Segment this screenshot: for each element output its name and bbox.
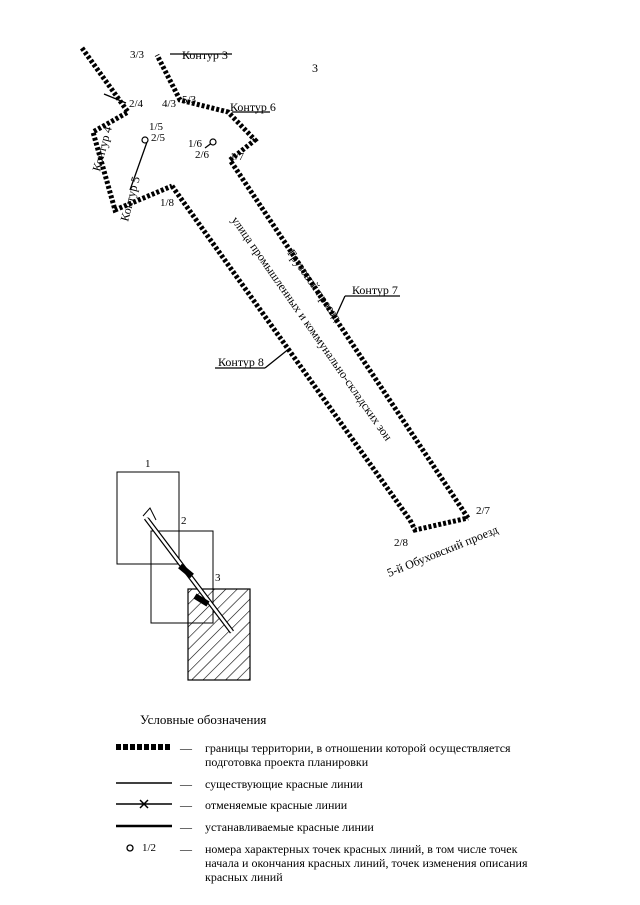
label-kontur4: Контур 4 (89, 125, 114, 173)
key-label-1: 1 (145, 458, 151, 470)
point-marker-1-6 (209, 138, 217, 146)
point-label-1-7: 1/7 (230, 151, 245, 163)
point-label-3-3: 3/3 (130, 49, 145, 61)
point-label-2-6: 2/6 (195, 149, 210, 161)
street-label-main-2: улица промышленных и коммунально-складск… (229, 214, 396, 444)
key-sheet-2 (150, 530, 214, 624)
point-labels: 3/3 4/3 5/3 2/4 1/5 2/5 1/6 2/6 1/7 1/8 … (129, 49, 491, 549)
point-markers (141, 136, 217, 146)
key-label-3: 3 (215, 572, 221, 584)
label-kontur7: Контур 7 (352, 283, 398, 297)
key-outline-node-1 (178, 563, 194, 579)
key-label-2: 2 (181, 515, 187, 527)
point-marker-1-5 (141, 136, 149, 144)
point-label-4-3: 4/3 (162, 98, 177, 110)
label-kontur8: Контур 8 (218, 355, 264, 369)
key-sheet-3 (187, 588, 251, 681)
point-label-2-4: 2/4 (129, 98, 144, 110)
label-kontur3: Контур 3 (182, 48, 228, 62)
boundary-west (79, 46, 173, 214)
key-outline-node-2 (193, 593, 210, 607)
point-label-1-8: 1/8 (160, 197, 175, 209)
red-line-2-4 (103, 93, 127, 104)
street-labels: Грузовой проезд улица промышленных и ком… (229, 214, 500, 580)
point-label-1-6: 1/6 (188, 138, 203, 150)
street-label-side: 5-й Обуховский проезд (385, 522, 500, 579)
territory-boundary (79, 46, 471, 533)
boundary-east-strip (154, 53, 471, 520)
contour-labels: Контур 3 Контур 6 Контур 7 Контур 8 Конт… (89, 48, 398, 369)
boundary-south-strip (169, 184, 413, 522)
point-label-2-7: 2/7 (476, 505, 491, 517)
red-lines (103, 53, 400, 369)
sheet-number: 3 (312, 61, 318, 75)
point-label-1-5: 1/5 (149, 121, 164, 133)
red-line-2-5 (129, 141, 148, 191)
point-label-5-3: 5/3 (182, 94, 197, 106)
point-label-2-5: 2/5 (151, 132, 166, 144)
leader-kontur7 (334, 295, 346, 319)
label-kontur6: Контур 6 (230, 100, 276, 114)
key-sheet-1 (116, 471, 180, 565)
boundary-end (407, 515, 469, 533)
key-outline-tip (142, 507, 157, 521)
key-map: 1 2 3 (116, 458, 251, 681)
leader-kontur8 (264, 347, 291, 369)
point-label-2-8: 2/8 (394, 537, 409, 549)
